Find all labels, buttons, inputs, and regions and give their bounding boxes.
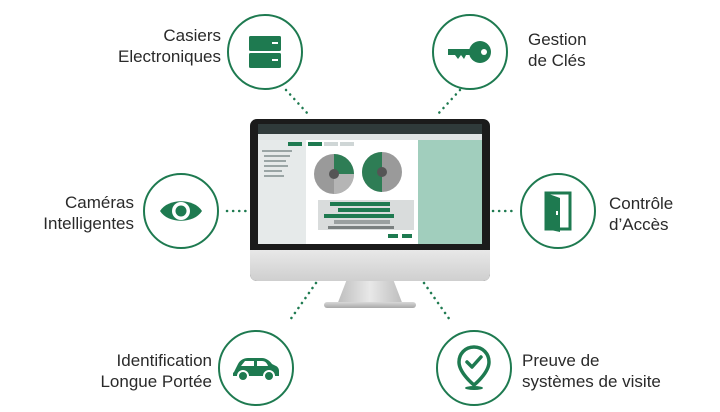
- keys-circle: [432, 14, 508, 90]
- locker-cabinet-icon: [249, 36, 281, 68]
- key-icon: [448, 41, 491, 63]
- access-circle: [520, 173, 596, 249]
- identification-circle: [218, 330, 294, 406]
- label-cameras: Caméras Intelligentes: [43, 193, 134, 233]
- connector-dots: [422, 281, 452, 322]
- monitor-base: [324, 302, 416, 308]
- connector-dots: [225, 209, 253, 213]
- monitor-chin: [250, 250, 490, 281]
- label-keys: Gestion de Clés: [528, 30, 587, 70]
- door-icon: [544, 191, 572, 232]
- monitor-stand: [337, 281, 403, 305]
- eye-icon: [160, 201, 202, 221]
- cameras-circle: [143, 173, 219, 249]
- connector-dots: [284, 88, 310, 116]
- location-pin-check-icon: [457, 345, 491, 390]
- label-lockers: Casiers Electroniques: [117, 26, 221, 66]
- lockers-circle: [227, 14, 303, 90]
- label-visits: Preuve de systèmes de visite: [522, 351, 661, 391]
- car-icon: [233, 358, 279, 382]
- software-screenshot: [258, 124, 482, 244]
- monitor-screen: [258, 124, 482, 244]
- label-identification: Identification Longue Portée: [100, 351, 212, 391]
- label-access: Contrôle d’Accès: [609, 194, 674, 234]
- connector-dots: [491, 209, 519, 213]
- connector-dots: [436, 88, 462, 116]
- connector-dots: [288, 281, 318, 322]
- visits-circle: [436, 330, 512, 406]
